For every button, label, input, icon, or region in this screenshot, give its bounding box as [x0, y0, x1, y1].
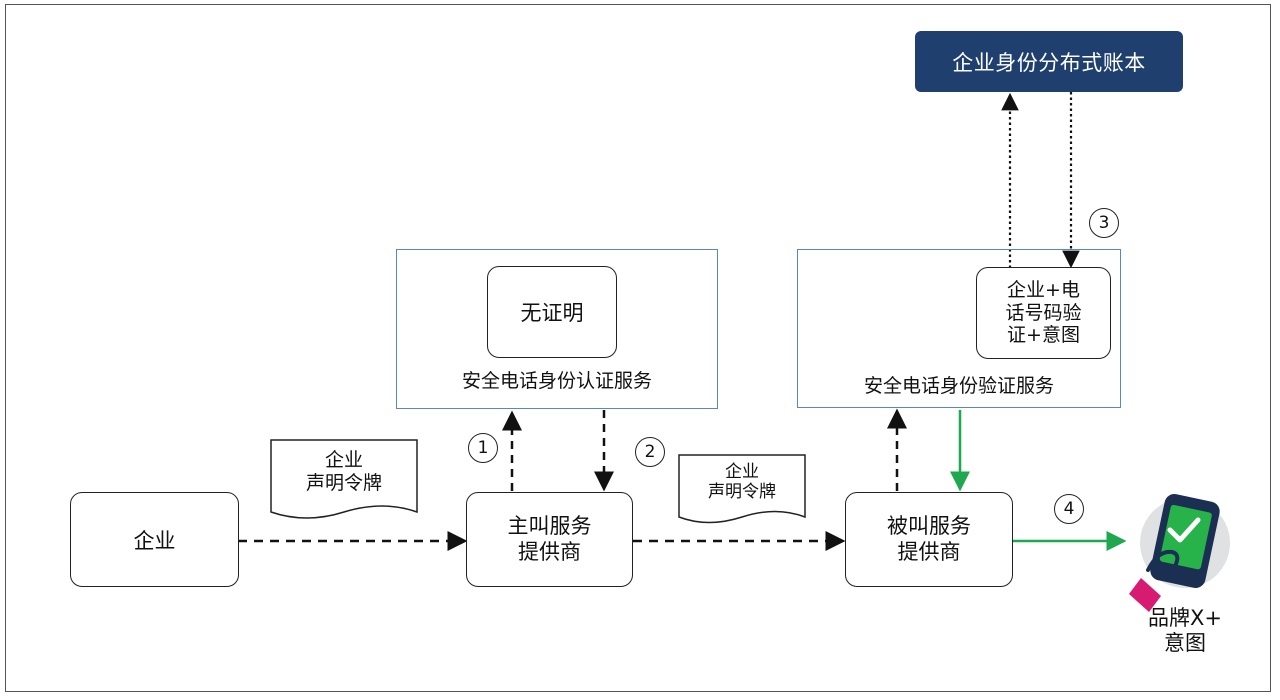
- step-1-badge: 1: [468, 433, 498, 463]
- called-provider-box: 被叫服务 提供商: [845, 492, 1013, 587]
- token-document-2: [678, 454, 806, 524]
- token1-label: 企业 声明令牌: [305, 449, 382, 494]
- enterprise-box: 企业: [70, 492, 239, 587]
- diagram-frame: [5, 4, 1271, 692]
- verification-box: 企业+电 话号码验 证+意图: [976, 267, 1111, 359]
- enterprise-label: 企业: [133, 528, 176, 553]
- ledger-label: 企业身份分布式账本: [952, 50, 1146, 75]
- no-proof-label: 无证明: [520, 301, 584, 325]
- step-2-badge: 2: [635, 437, 665, 467]
- auth-service-box: [396, 249, 718, 409]
- ledger-box: 企业身份分布式账本: [915, 31, 1183, 92]
- auth-service-title: 安全电话身份认证服务: [461, 370, 652, 392]
- result-label: 品牌X+ 意图: [1148, 606, 1222, 656]
- no-proof-box: 无证明: [487, 266, 617, 358]
- phone-check-icon: [1129, 494, 1230, 612]
- verify-service-box: [797, 249, 1121, 408]
- step-4-badge: 4: [1054, 494, 1084, 524]
- called-provider-label: 被叫服务 提供商: [887, 514, 971, 564]
- calling-provider-box: 主叫服务 提供商: [466, 492, 633, 587]
- verification-label: 企业+电 话号码验 证+意图: [1005, 278, 1082, 347]
- token2-label: 企业 声明令牌: [708, 462, 776, 503]
- token-document-1: [270, 439, 418, 519]
- verify-service-title: 安全电话身份验证服务: [863, 375, 1054, 397]
- step-3-badge: 3: [1089, 208, 1119, 238]
- calling-provider-label: 主叫服务 提供商: [507, 514, 592, 564]
